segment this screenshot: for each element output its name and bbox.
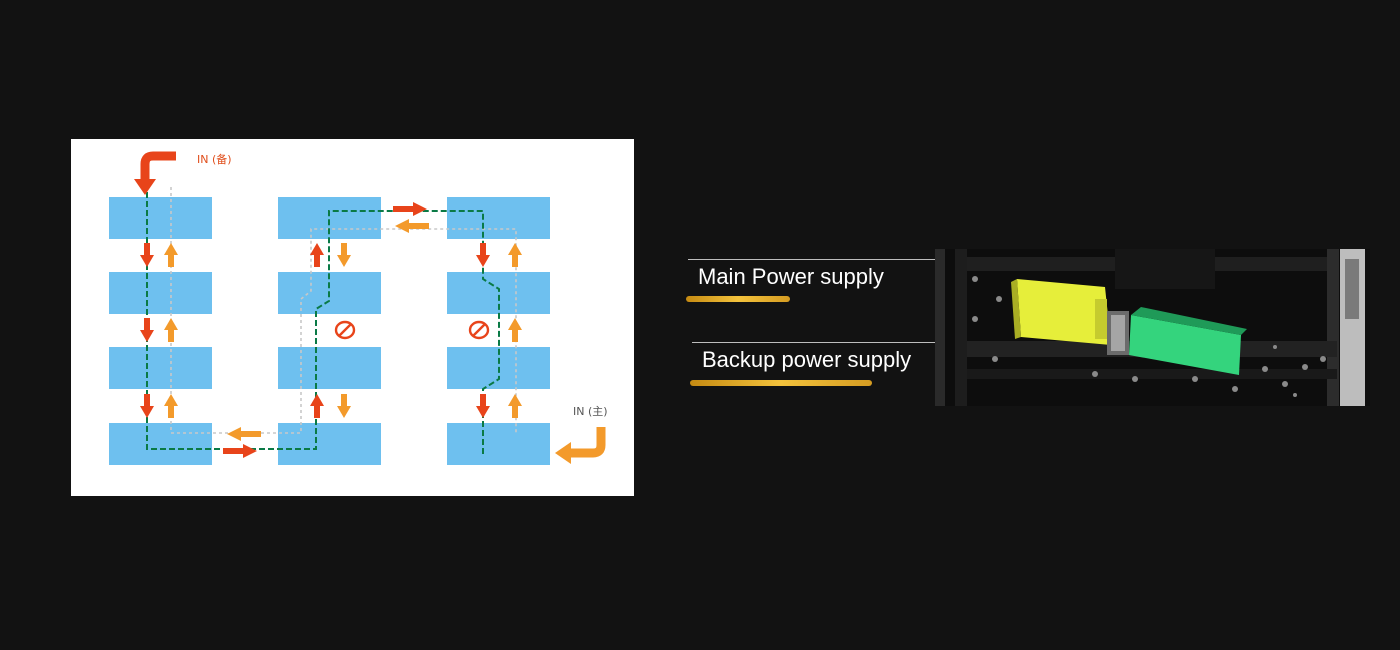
prohibited-icon (334, 320, 356, 340)
bent-arrow-in-backup-icon (134, 151, 176, 195)
module-c2-r3 (278, 347, 381, 389)
arrows-column-3 (476, 243, 522, 418)
main-power-label: Main Power supply (698, 264, 884, 289)
main-power-callout-line (688, 259, 1034, 260)
arrows-column-2 (310, 243, 351, 418)
module-c3-r4 (447, 423, 550, 465)
module-c1-r1 (109, 197, 212, 239)
backup-power-callout-line (692, 342, 1052, 343)
diagram-canvas: IN (备) IN (主) (109, 151, 608, 465)
main-power-accent-bar (686, 296, 790, 302)
module-c2-r4 (278, 423, 381, 465)
backup-signal-path (170, 187, 517, 434)
module-c1-r2 (109, 272, 212, 314)
cabinet-hardware-image (935, 249, 1370, 406)
arrows-column-1 (140, 243, 178, 418)
module-c1-r3 (109, 347, 212, 389)
signal-redundancy-diagram: IN (备) IN (主) (71, 139, 634, 496)
label-in-backup: IN (备) (197, 152, 232, 166)
arrows-horizontal-bottom (223, 427, 261, 458)
module-c1-r4 (109, 423, 212, 465)
prohibited-icon (468, 320, 490, 340)
bent-arrow-in-main-icon (555, 427, 606, 464)
main-psu-module (1011, 279, 1111, 345)
backup-power-label: Backup power supply (702, 347, 912, 372)
label-in-main: IN (主) (573, 405, 608, 418)
backup-psu-module (1129, 307, 1247, 375)
module-c3-r1 (447, 197, 550, 239)
arrows-horizontal-top (393, 202, 429, 233)
backup-power-accent-bar (690, 380, 872, 386)
cabinet-illustration (935, 249, 1370, 406)
